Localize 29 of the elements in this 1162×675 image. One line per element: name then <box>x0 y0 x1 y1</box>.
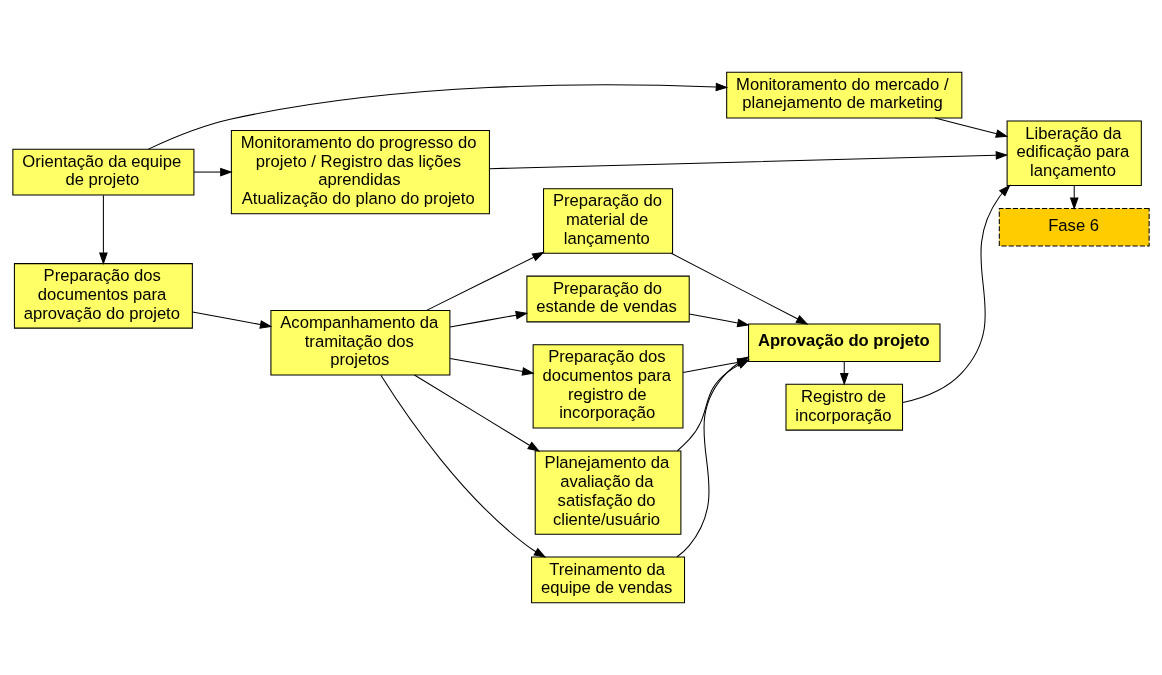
arrow <box>380 374 547 558</box>
node-box: Monitoramento do mercado / planejamento de marketing <box>726 71 963 119</box>
node-box: Fase 6 <box>998 207 1150 247</box>
arrow <box>688 313 750 328</box>
arrow <box>99 194 108 266</box>
arrow <box>489 151 1009 170</box>
arrow <box>147 82 729 150</box>
arrow <box>192 311 273 329</box>
node-box: Acompanhamento da tramitação dos projetos <box>270 309 451 376</box>
arrow <box>449 310 529 328</box>
node-box: Preparação dos documentos para aprovação do projeto <box>13 263 193 329</box>
node-box: Aprovação do projeto <box>748 323 941 362</box>
node-box: Orientação da equipe de projeto <box>12 148 195 196</box>
arrow <box>934 117 1009 138</box>
arrow <box>449 357 535 376</box>
node-box: Registro de incorporação <box>785 383 904 431</box>
node-box: Liberação da edificação para lançamento <box>1006 120 1142 187</box>
node-box: Monitoramento do progresso do projeto / Registro das lições aprendidas Atualização do plano do projeto <box>230 129 490 215</box>
node-box: Preparação do material de lançamento <box>543 188 674 254</box>
arrow <box>193 167 233 177</box>
node-box: Treinamento da equipe de vendas <box>531 556 686 604</box>
arrow <box>839 361 849 386</box>
node-box: Preparação dos documentos para registro de incorporação <box>532 344 684 429</box>
arrow <box>413 374 541 452</box>
arrow <box>670 252 809 325</box>
node-box: Planejamento da avaliação da satisfação do cliente/usuário <box>534 450 682 535</box>
node-box: Preparação do estande de vendas <box>526 275 690 323</box>
arrow <box>902 184 1011 404</box>
arrow <box>426 251 545 311</box>
